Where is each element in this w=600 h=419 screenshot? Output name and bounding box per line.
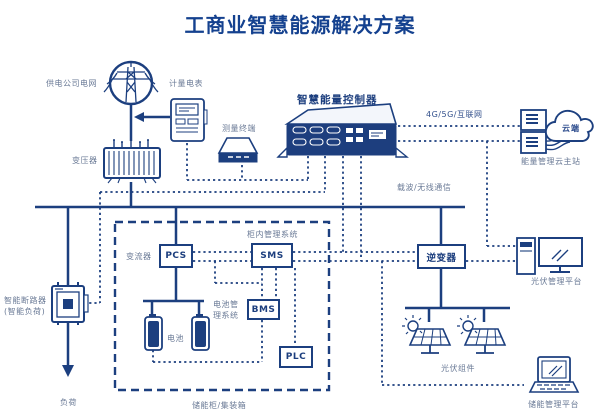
storage-platform-laptop-icon: [528, 356, 580, 393]
transformer-label: 变压器: [72, 156, 98, 165]
storage-platform-label: 储能管理平台: [528, 400, 579, 409]
pcs-box: PCS: [159, 244, 193, 268]
energy-controller-icon: [276, 103, 409, 158]
power-lines: [35, 104, 510, 367]
pv-platform-pc-icon: [516, 237, 583, 275]
inverter-box: 逆变器: [417, 244, 466, 269]
plc-box: PLC: [279, 346, 313, 368]
battery-label: 电池: [167, 334, 184, 343]
pv-panel-icons: [402, 315, 507, 354]
comm-lines: [84, 125, 524, 386]
cloud-label: 云端: [562, 124, 580, 133]
pv-panel-1: [402, 315, 452, 354]
terminal-label: 测量终端: [222, 124, 256, 133]
battery-icons: [144, 314, 210, 351]
load-arrow-head: [62, 365, 74, 377]
load-label: 负荷: [60, 398, 77, 407]
pv-panel-2: [457, 315, 507, 354]
comm-label: 载波/无线通信: [397, 183, 452, 192]
power-grid-icon: [103, 60, 159, 106]
cabinet-mgmt-label: 柜内管理系统: [247, 230, 298, 239]
storage-container-dashed-box: [113, 220, 331, 392]
measurement-terminal-icon: [217, 137, 259, 163]
storage-box-label: 储能柜/集装箱: [192, 401, 247, 410]
smart-breaker-icon: [51, 282, 89, 325]
breaker-label-line2: (智能负荷): [4, 307, 46, 316]
battery-mgmt-label-line2: 理系统: [213, 311, 239, 320]
controller-label: 智慧能量控制器: [297, 94, 378, 106]
energy-meter-icon: [170, 98, 208, 142]
grid-label: 供电公司电网: [46, 79, 97, 88]
meter-arrow-head: [134, 112, 144, 122]
cloud-host-label: 能量管理云主站: [521, 157, 581, 166]
page-title: 工商业智慧能源解决方案: [184, 13, 416, 37]
battery-mgmt-label-line1: 电池管: [213, 300, 239, 309]
breaker-label-line1: 智能断路器: [4, 296, 47, 305]
cloud-server-icon: [520, 109, 571, 154]
pv-platform-label: 光伏管理平台: [531, 277, 582, 286]
meter-label: 计量电表: [169, 79, 203, 88]
pv-modules-label: 光伏组件: [441, 364, 475, 373]
network-label: 4G/5G/互联网: [426, 110, 483, 119]
sms-box: SMS: [251, 243, 293, 268]
cloud-icon: [544, 109, 594, 142]
transformer-icon: [103, 137, 161, 184]
bms-box: BMS: [247, 299, 280, 320]
converter-label: 变流器: [126, 252, 152, 261]
